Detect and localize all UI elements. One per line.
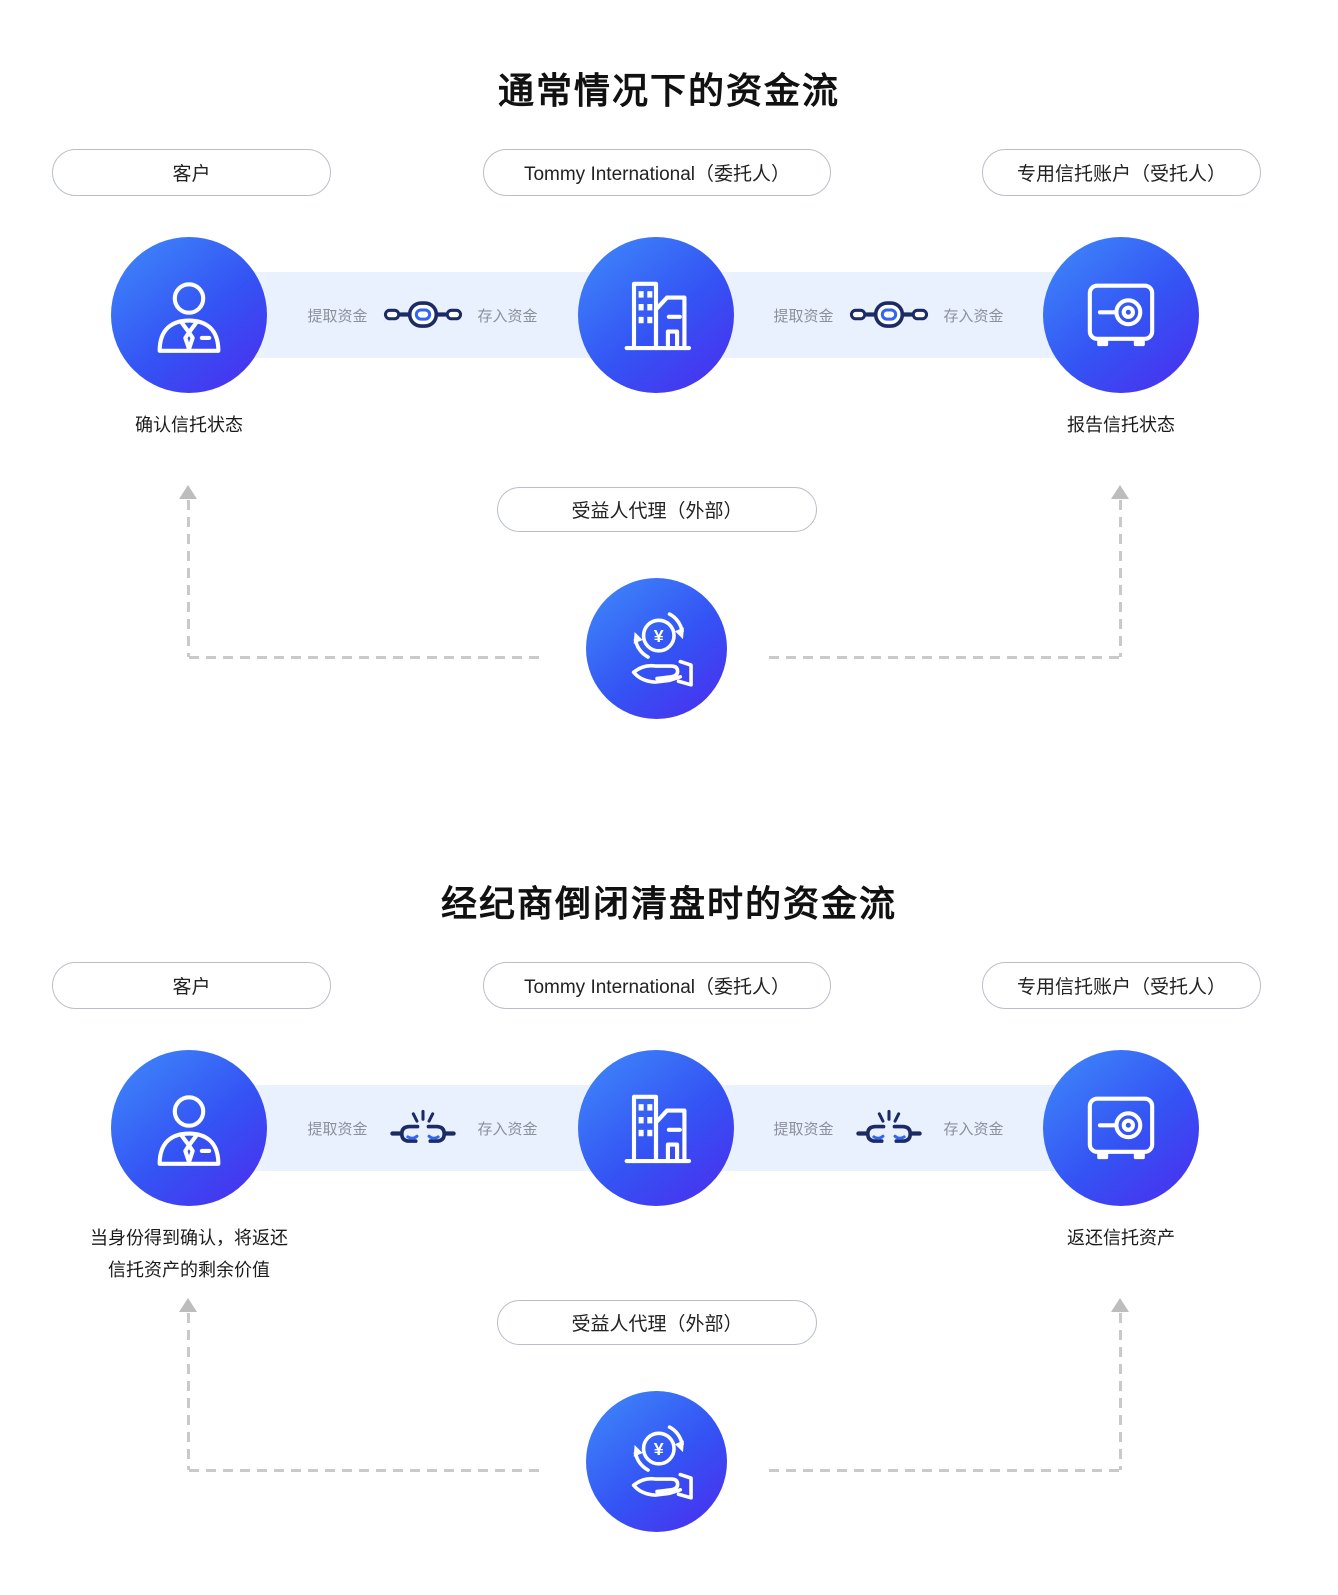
connector-trustor-trustee: 提取资金 存入资金 (734, 237, 1043, 393)
section-normal-flow: 通常情况下的资金流 客户 Tommy International（委托人） 专用… (39, 70, 1261, 719)
section-title: 通常情况下的资金流 (497, 70, 840, 112)
yen-hand-icon: ¥ (631, 611, 693, 687)
pill-trustor-label: Tommy International（委托人） (523, 164, 791, 185)
trustee-caption: 返还信托资产 (1067, 1228, 1175, 1248)
chain-link-icon (383, 301, 462, 329)
pill-customer-label: 客户 (172, 977, 211, 998)
dashed-connector-line (1119, 1313, 1122, 1470)
pill-trustor-label: Tommy International（委托人） (523, 977, 791, 998)
trustee-caption: 报告信托状态 (1067, 415, 1175, 435)
yen-symbol: ¥ (653, 625, 663, 645)
arrow-up-icon (179, 485, 197, 499)
pill-trustor: Tommy International（委托人） (483, 149, 831, 196)
deposit-label: 存入资金 (943, 307, 1004, 325)
customer-node (111, 237, 267, 393)
pill-trustor: Tommy International（委托人） (483, 962, 831, 1009)
customer-caption-line1: 当身份得到确认，将返还 (90, 1228, 288, 1248)
dashed-connector-line (187, 1313, 190, 1470)
pill-customer-label: 客户 (172, 164, 211, 185)
chain-link-icon (849, 301, 928, 329)
person-icon (157, 282, 221, 353)
pill-trustee-label: 专用信托账户（受托人） (1016, 164, 1226, 185)
customer-caption-line1: 确认信托状态 (135, 415, 243, 435)
arrow-up-icon (179, 1298, 197, 1312)
trustee-node (1043, 237, 1199, 393)
flow-band-right (665, 1085, 1115, 1171)
pill-trustee-label: 专用信托账户（受托人） (1016, 977, 1226, 998)
building-icon (624, 1094, 692, 1164)
pill-beneficiary-agent: 受益人代理（外部） (497, 487, 817, 532)
trustor-node (578, 1050, 734, 1206)
dashed-connector-line (189, 656, 545, 659)
pill-beneficiary-agent-label: 受益人代理（外部） (571, 501, 743, 522)
dashed-connector-line (189, 1469, 545, 1472)
deposit-label: 存入资金 (477, 1120, 538, 1138)
person-icon (157, 1095, 221, 1166)
withdraw-label: 提取资金 (307, 1120, 368, 1138)
pill-trustee: 专用信托账户（受托人） (982, 962, 1261, 1009)
connector-customer-trustor: 提取资金 存入资金 (267, 237, 578, 393)
withdraw-label: 提取资金 (773, 1120, 834, 1138)
pill-beneficiary-agent: 受益人代理（外部） (497, 1300, 817, 1345)
arrow-up-icon (1111, 1298, 1129, 1312)
beneficiary-agent-node: ¥ (586, 1391, 727, 1532)
customer-node (111, 1050, 267, 1206)
withdraw-label: 提取资金 (773, 307, 834, 325)
pill-customer: 客户 (52, 962, 331, 1009)
safe-icon (1087, 1096, 1155, 1160)
section-title: 经纪商倒闭清盘时的资金流 (440, 883, 897, 925)
section-liquidation-flow: 经纪商倒闭清盘时的资金流 客户 Tommy International（委托人）… (0, 813, 1338, 1595)
dashed-connector-line (769, 1469, 1121, 1472)
customer-caption: 确认信托状态 (39, 410, 339, 442)
arrow-up-icon (1111, 485, 1129, 499)
safe-icon (1087, 283, 1155, 347)
connector-trustor-trustee: 提取资金 存入资金 (734, 1050, 1043, 1206)
chain-broken-icon (389, 1109, 456, 1143)
pill-trustee: 专用信托账户（受托人） (982, 149, 1261, 196)
chain-broken-icon (855, 1109, 922, 1143)
beneficiary-agent-node: ¥ (586, 578, 727, 719)
pill-beneficiary-agent-label: 受益人代理（外部） (571, 1314, 743, 1335)
dashed-connector-line (187, 500, 190, 657)
trustor-node (578, 237, 734, 393)
deposit-label: 存入资金 (477, 307, 538, 325)
yen-symbol: ¥ (653, 1438, 663, 1458)
customer-caption-line2: 信托资产的剩余价值 (108, 1259, 270, 1280)
customer-caption: 当身份得到确认，将返还 信托资产的剩余价值 (39, 1223, 339, 1286)
trustee-node (1043, 1050, 1199, 1206)
connector-customer-trustor: 提取资金 存入资金 (267, 1050, 578, 1206)
dashed-connector-line (1119, 500, 1122, 657)
withdraw-label: 提取资金 (307, 307, 368, 325)
building-icon (624, 281, 692, 351)
dashed-connector-line (769, 656, 1121, 659)
pill-customer: 客户 (52, 149, 331, 196)
deposit-label: 存入资金 (943, 1120, 1004, 1138)
yen-hand-icon: ¥ (631, 1424, 693, 1500)
flow-band-left (200, 1085, 650, 1171)
